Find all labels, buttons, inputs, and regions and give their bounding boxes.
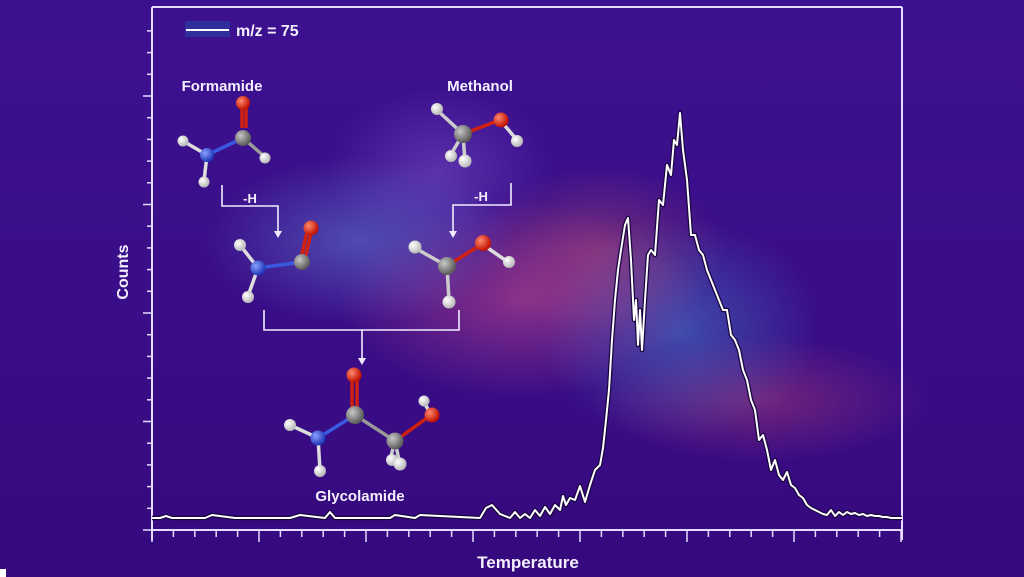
h-loss-label-right: -H (474, 189, 488, 204)
series-line-mz75 (152, 112, 902, 519)
combination-bracket (263, 310, 460, 331)
arrowheads (274, 231, 457, 365)
arrow-methanol-h-loss (452, 183, 512, 233)
formamide-molecule (177, 96, 271, 188)
methanol-label: Methanol (447, 78, 513, 95)
y-axis-ticks (143, 30, 152, 531)
hydroxymethyl-radical-molecule (408, 235, 515, 309)
legend-label: m/z = 75 (236, 23, 299, 40)
corner-marker (0, 569, 6, 577)
reaction-arrows (221, 183, 512, 360)
h-loss-label-left: -H (243, 191, 257, 206)
formamide-label: Formamide (182, 78, 263, 95)
glycolamide-label: Glycolamide (315, 488, 404, 505)
arrow-formamide-h-loss (221, 185, 279, 233)
legend: m/z = 75 (185, 21, 299, 40)
methanol-molecule (431, 103, 523, 168)
y-axis-label: Counts (115, 244, 132, 299)
formamide-radical-molecule (234, 220, 319, 303)
plot-frame (151, 6, 903, 540)
x-axis-label: Temperature (477, 553, 579, 572)
x-axis-ticks (151, 530, 902, 542)
glycolamide-molecule (284, 367, 440, 477)
